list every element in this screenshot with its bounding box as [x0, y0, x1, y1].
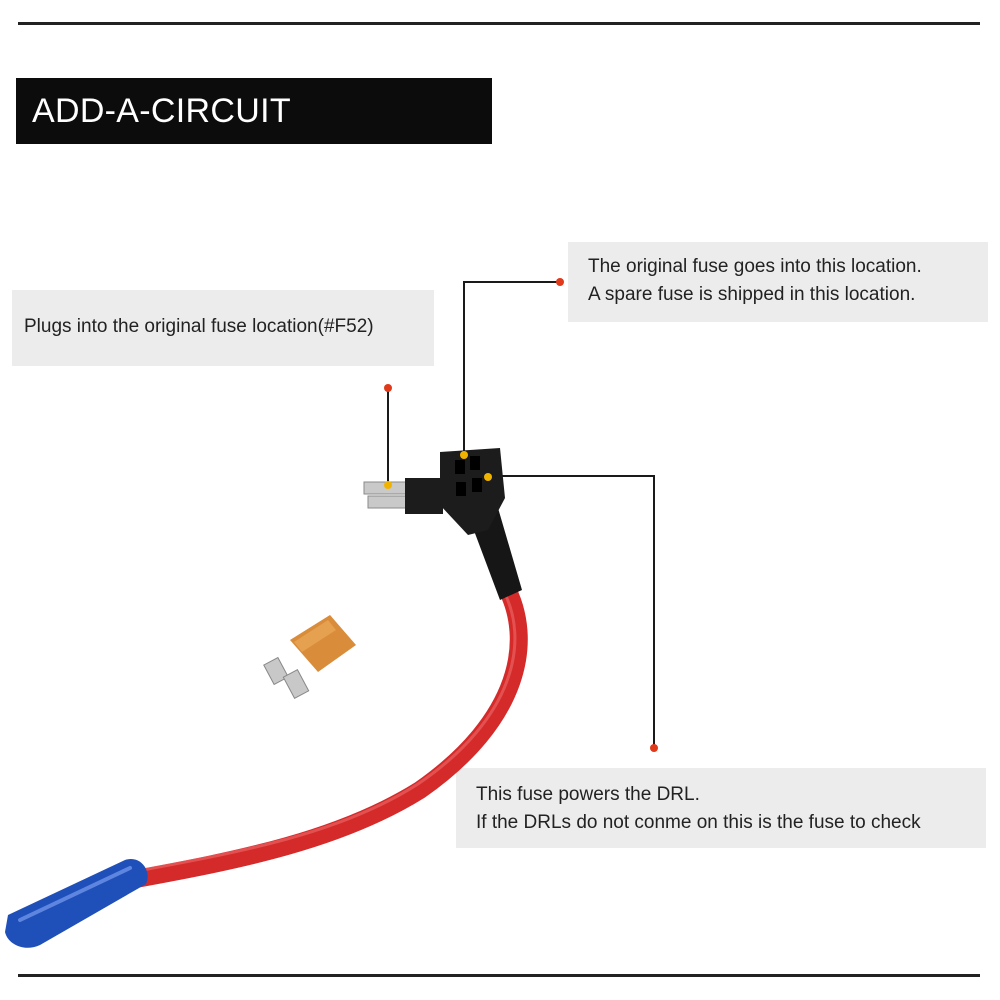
marker-dot-plug	[384, 384, 392, 392]
leader-lines	[387, 281, 655, 748]
fuse-slot-dot-drl	[484, 473, 492, 481]
leader-line-original-fuse	[463, 281, 560, 452]
blade-dot	[384, 481, 392, 489]
marker-dot-drl-fuse	[650, 744, 658, 752]
mini-fuse-icon	[263, 615, 356, 700]
fuse-slot-dot-original	[460, 451, 468, 459]
leader-line-drl-fuse	[490, 475, 655, 748]
callout-original-fuse: The original fuse goes into this locatio…	[568, 242, 988, 322]
callout-original-fuse-line1: The original fuse goes into this locatio…	[588, 256, 922, 277]
blue-butt-terminal	[5, 859, 148, 948]
callout-drl-fuse: This fuse powers the DRL. If the DRLs do…	[456, 768, 986, 848]
fuse-tap-blades	[363, 478, 443, 514]
red-wire	[121, 576, 528, 889]
callout-drl-fuse-line1: This fuse powers the DRL.	[476, 784, 700, 805]
marker-dot-original-fuse	[556, 278, 564, 286]
top-border-line	[18, 22, 980, 25]
callout-drl-fuse-line2: If the DRLs do not conme on this is the …	[476, 812, 921, 833]
fuse-tap-holder	[440, 448, 505, 535]
callout-original-fuse-line2: A spare fuse is shipped in this location…	[588, 284, 916, 305]
callout-plug-location: Plugs into the original fuse location(#F…	[12, 290, 434, 366]
callout-plug-text: Plugs into the original fuse location(#F…	[24, 316, 374, 337]
bottom-border-line	[18, 974, 980, 977]
red-wire-highlight	[130, 588, 517, 874]
page-title: ADD-A-CIRCUIT INFOMATION	[16, 78, 492, 196]
